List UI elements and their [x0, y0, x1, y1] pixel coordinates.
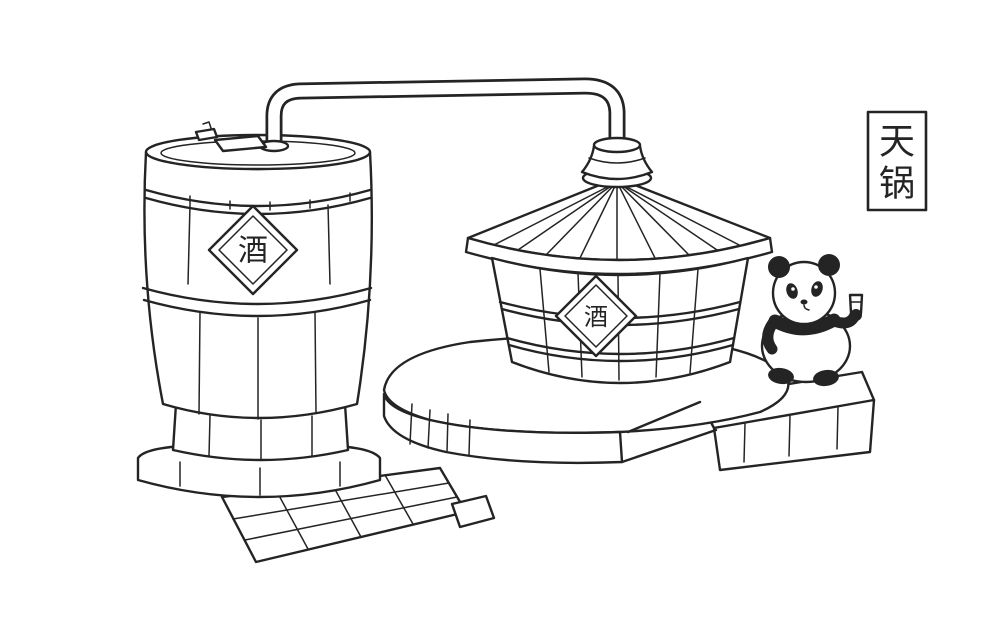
barrel-lid-fittings — [194, 121, 290, 153]
seal-diamond-inner — [564, 284, 628, 348]
panda-nose — [800, 299, 808, 305]
barrel-seal-character: 酒 — [238, 234, 268, 269]
panda-head — [771, 260, 837, 326]
pipe-inner-fill — [268, 80, 623, 150]
caption-char-bottom: 锅 — [879, 164, 915, 205]
step-slab-hatch — [743, 406, 839, 463]
barrel-base-slab — [136, 444, 382, 499]
tub-seal-character: 酒 — [584, 303, 608, 331]
barrel-pedestal-hatch — [208, 415, 313, 461]
tub-cone-lid — [466, 176, 772, 262]
seal-diamond-outer — [554, 274, 638, 358]
tiles-grid-lines — [232, 474, 458, 550]
panda-eye-dot-right — [814, 285, 818, 289]
platform-step-edges — [620, 400, 718, 464]
panda-foot-right — [813, 369, 839, 387]
panda-paw — [850, 309, 862, 321]
panda-shoulder-band — [768, 313, 841, 336]
seal-diamond-inner — [218, 215, 288, 285]
lid-knob-marks — [202, 121, 212, 129]
cap-collar-line — [588, 157, 646, 164]
pot-still-barrel: 酒 — [136, 133, 382, 499]
condenser-pipe — [265, 77, 626, 150]
panda-foot-left — [768, 367, 794, 385]
barrel-stave-lines — [187, 204, 331, 420]
wine-seal-barrel: 酒 — [207, 204, 299, 296]
caption-char-top: 天 — [879, 122, 915, 163]
barrel-band-ticks — [189, 192, 351, 211]
step-slab-front — [712, 398, 876, 472]
caption-box: 天 锅 — [866, 110, 928, 212]
cap-top — [592, 136, 642, 154]
panda-mouth — [803, 304, 810, 311]
wooden-steamer-tub: 酒 — [464, 136, 774, 385]
wine-seal-tub: 酒 — [554, 274, 638, 358]
cone-radial-lines — [489, 181, 746, 261]
panda — [760, 254, 864, 387]
lid-handle — [194, 127, 219, 142]
seal-diamond-outer — [207, 204, 299, 296]
panda-ear-left — [768, 256, 790, 278]
panda-eye-patch-left — [786, 283, 798, 299]
panda-eye-dot-left — [791, 287, 795, 291]
steam-cap — [580, 136, 654, 189]
panda-ear-right — [818, 254, 840, 276]
barrel-base-slab-hatch — [179, 461, 341, 496]
panda-arm-left — [762, 317, 779, 355]
panda-eye-patch-right — [811, 281, 823, 297]
platform-disc-hatch — [409, 403, 471, 456]
loose-tile — [450, 494, 496, 529]
caption-frame — [866, 110, 928, 212]
lid-plate — [213, 134, 268, 153]
